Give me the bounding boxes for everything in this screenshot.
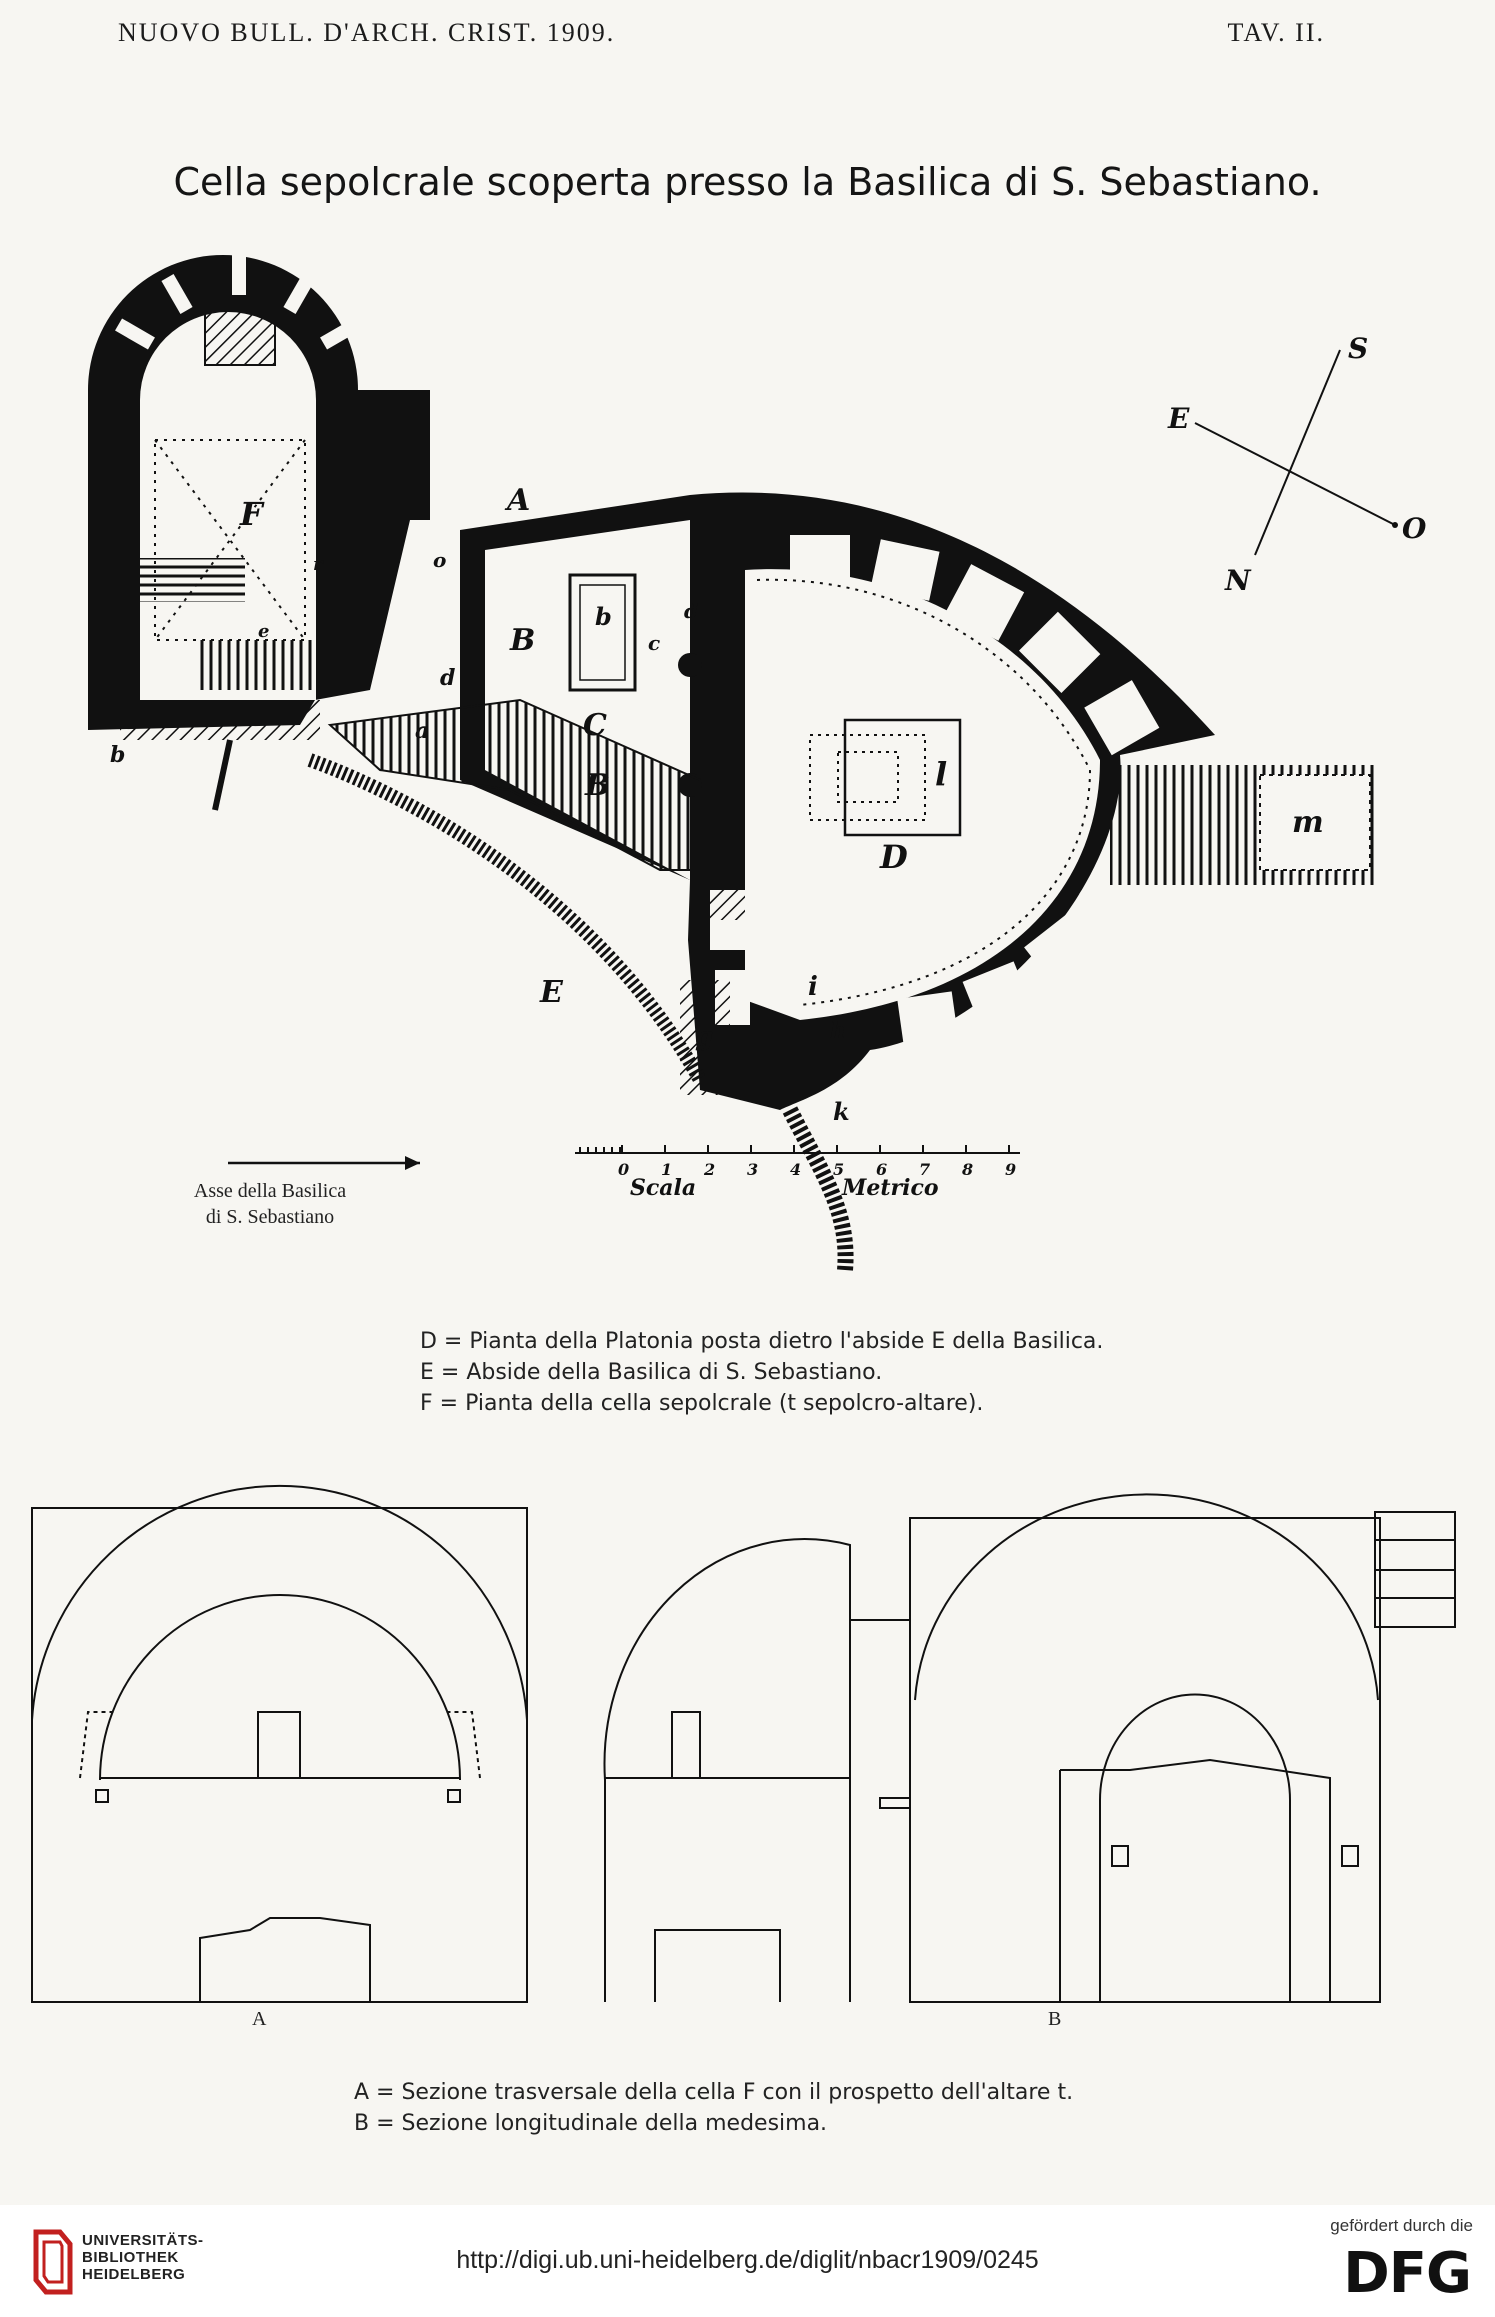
legend-a: A = Sezione trasversale della cella F co…: [354, 2080, 1074, 2105]
label-c-small: c: [648, 631, 660, 655]
label-f: F: [239, 495, 265, 533]
label-k: k: [833, 1097, 850, 1126]
axis-note-line-2: di S. Sebastiano: [205, 1206, 335, 1228]
label-e: E: [539, 975, 564, 1010]
label-d: D: [879, 838, 908, 876]
label-r: r: [313, 554, 324, 575]
label-b-stair: B: [584, 768, 610, 803]
section-a: [31, 1484, 528, 2003]
label-h: h: [830, 1018, 846, 1044]
legend-b: B = Sezione longitudinale della medesima…: [354, 2111, 828, 2136]
label-l: l: [935, 755, 947, 793]
scale-tick-label: 4: [790, 1160, 801, 1179]
label-o: o: [433, 548, 446, 572]
floor-plan: S E O N A B C B D E F a b c d d g h i k …: [88, 255, 1427, 1271]
library-line-3: HEIDELBERG: [82, 2266, 186, 2283]
scale-tick-label: 7: [919, 1160, 930, 1179]
label-c: C: [583, 708, 607, 743]
label-b-box: b: [595, 602, 612, 631]
compass-o: O: [1402, 512, 1427, 545]
stair-b: [327, 698, 701, 871]
dfg-logo: DFG: [1343, 2241, 1472, 2306]
compass-e: E: [1167, 402, 1190, 435]
scale-tick-label: 6: [876, 1160, 887, 1179]
label-b-room: B: [509, 623, 535, 658]
compass-s: S: [1348, 332, 1368, 365]
label-g: g: [695, 1022, 713, 1052]
legend-d: D = Pianta della Platonia posta dietro l…: [420, 1329, 1104, 1354]
viewer-footer: [0, 2205, 1495, 2317]
compass-n: N: [1224, 564, 1252, 597]
library-line-1: UNIVERSITÄTS-: [82, 2232, 204, 2249]
legend-f: F = Pianta della cella sepolcrale (t sep…: [420, 1391, 984, 1416]
library-line-2: BIBLIOTHEK: [82, 2249, 179, 2266]
section-a-label: A: [252, 2008, 267, 2030]
dfg-funding-note: gefördert durch die: [1330, 2216, 1473, 2235]
plan-legend: D = Pianta della Platonia posta dietro l…: [420, 1326, 1103, 1419]
scale-tick-label: 0: [618, 1160, 629, 1179]
scale-tick-label: 1: [661, 1160, 672, 1179]
scale-label-metric: Metrico: [841, 1175, 939, 1201]
plate-title: Cella sepolcrale scoperta presso la Basi…: [173, 160, 1322, 204]
permalink-url[interactable]: http://digi.ub.uni-heidelberg.de/diglit/…: [456, 2246, 1039, 2274]
label-a-upper: A: [504, 483, 530, 518]
compass-rose: [1194, 349, 1398, 556]
label-d-side: d: [440, 665, 455, 691]
basilica-axis-arrow: [228, 1156, 420, 1170]
sections-drawing: [31, 1484, 1456, 2003]
journal-header: NUOVO BULL. D'ARCH. CRIST. 1909.: [118, 18, 616, 47]
sections-legend: A = Sezione trasversale della cella F co…: [354, 2077, 1073, 2139]
section-b: [603, 1493, 1456, 2003]
label-a: a: [415, 718, 429, 744]
university-library-name: UNIVERSITÄTS- BIBLIOTHEK HEIDELBERG: [82, 2232, 204, 2283]
scale-tick-label: 3: [747, 1160, 758, 1179]
label-i: i: [808, 972, 818, 1002]
scale-label: Scala: [630, 1175, 696, 1201]
scale-tick-label: 2: [703, 1160, 715, 1179]
basilica-axis-note: Asse della Basilica di S. Sebastiano: [155, 1178, 385, 1230]
university-library-logo-icon: [33, 2229, 73, 2295]
metric-scale: 0 1 2 3 4 5 6 7 8 9: [575, 1145, 1020, 1179]
plate-number: TAV. II.: [1227, 18, 1325, 47]
cella-f: [88, 255, 430, 740]
scale-tick-label: 5: [833, 1160, 844, 1179]
label-d-small: d: [684, 599, 698, 623]
section-b-label: B: [1048, 2008, 1062, 2030]
scale-tick-label: 9: [1005, 1160, 1016, 1179]
legend-e: E = Abside della Basilica di S. Sebastia…: [420, 1360, 883, 1385]
label-b-small: b: [110, 742, 125, 768]
label-m: m: [1292, 805, 1324, 840]
scale-tick-label: 8: [961, 1160, 973, 1179]
axis-note-line-1: Asse della Basilica: [193, 1180, 347, 1202]
platonia-d: [460, 492, 1375, 1110]
label-e-small: e: [258, 621, 269, 642]
